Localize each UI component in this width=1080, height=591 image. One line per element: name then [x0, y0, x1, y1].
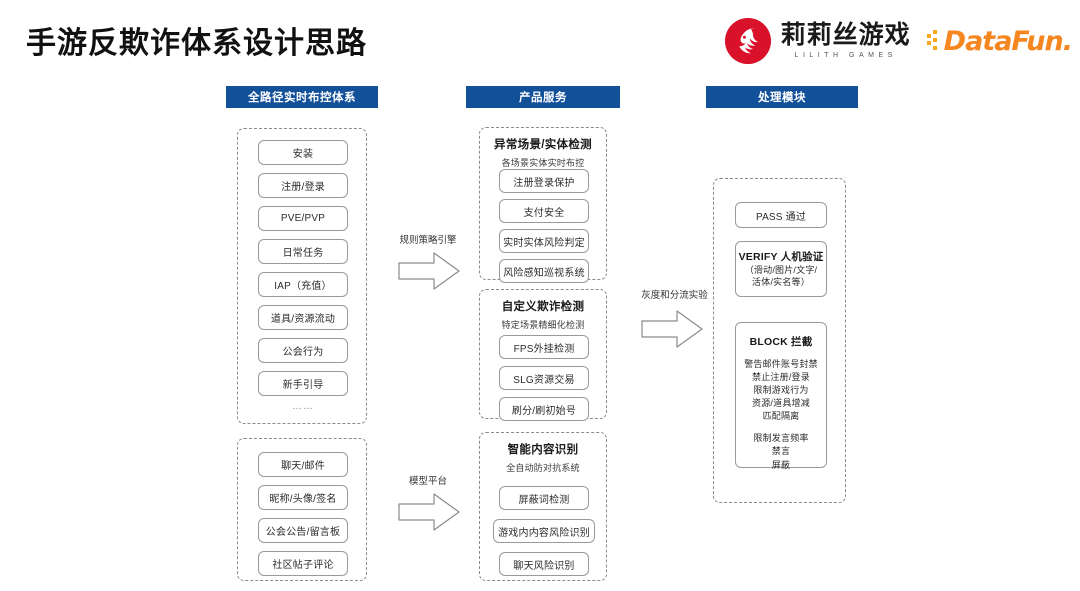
block-spacer [744, 423, 818, 432]
card-iap[interactable]: IAP（充值） [258, 272, 348, 297]
card-blocked-word-detection[interactable]: 屏蔽词检测 [499, 486, 589, 510]
lilith-wordmark: 莉莉丝游戏 LILITH GAMES [780, 21, 911, 60]
card-verify-title: VERIFY 人机验证 [738, 250, 824, 263]
arrow-model-platform-icon [398, 493, 460, 531]
card-block-actions: 警告邮件账号封禁 禁止注册/登录 限制游戏行为 资源/道具增减 匹配隔离 限制发… [744, 358, 818, 471]
group-title-smart-content: 智能内容识别 [507, 444, 579, 456]
card-fps-cheat-detection[interactable]: FPS外挂检测 [499, 335, 589, 359]
lilith-name-cn: 莉莉丝游戏 [780, 21, 911, 49]
card-ingame-content-risk[interactable]: 游戏内内容风险识别 [493, 519, 595, 543]
lilith-logo-icon [724, 18, 771, 64]
block-action-7: 禁言 [771, 446, 791, 457]
card-daily-task[interactable]: 日常任务 [258, 239, 348, 264]
card-chat-mail[interactable]: 聊天/邮件 [258, 452, 348, 477]
page-title: 手游反欺诈体系设计思路 [26, 27, 367, 60]
arrow-rule-engine-icon [398, 252, 460, 290]
group-title-abnormal: 异常场景/实体检测 [494, 139, 592, 151]
group-title-custom-fraud: 自定义欺诈检测 [501, 301, 585, 313]
card-register-login[interactable]: 注册/登录 [258, 173, 348, 198]
ellipsis-more: …… [292, 401, 314, 412]
card-block[interactable]: BLOCK 拦截 警告邮件账号封禁 禁止注册/登录 限制游戏行为 资源/道具增减… [735, 322, 827, 471]
card-verify-line-2: 活体/实名等） [752, 277, 810, 288]
column-header-processing: 处理模块 [706, 86, 858, 108]
card-item-resource-flow[interactable]: 道具/资源流动 [258, 305, 348, 330]
brand-logos: 莉莉丝游戏 LILITH GAMES DataFun. [724, 18, 1073, 64]
group-processing-actions: PASS 通过 VERIFY 人机验证 （滑动/图片/文字/ 活体/实名等） B… [713, 178, 846, 503]
card-newbie-guide[interactable]: 新手引导 [258, 371, 348, 396]
card-verify-line-1: （滑动/图片/文字/ [744, 264, 818, 275]
card-score-farming[interactable]: 刷分/刷初始号 [499, 397, 589, 421]
block-action-8: 屏蔽 [771, 459, 791, 470]
column-header-products: 产品服务 [466, 86, 620, 108]
card-community-post-comment[interactable]: 社区帖子评论 [258, 551, 348, 576]
datafun-dots-icon [926, 30, 941, 52]
arrow-gray-release-icon [641, 310, 703, 348]
arrow-label-rule-engine: 规则策略引擎 [399, 235, 457, 246]
card-slg-resource-trade[interactable]: SLG资源交易 [499, 366, 589, 390]
datafun-logo: DataFun. [926, 25, 1073, 57]
column-header-path: 全路径实时布控体系 [226, 86, 378, 108]
group-custom-fraud-detection: 自定义欺诈检测 特定场景精细化检测 FPS外挂检测 SLG资源交易 刷分/刷初始… [479, 289, 607, 421]
card-risk-patrol-system[interactable]: 风险感知巡视系统 [499, 259, 589, 283]
card-verify[interactable]: VERIFY 人机验证 （滑动/图片/文字/ 活体/实名等） [735, 241, 827, 297]
card-realtime-entity-risk[interactable]: 实时实体风险判定 [499, 229, 589, 253]
card-register-login-protection[interactable]: 注册登录保护 [499, 169, 589, 193]
group-content-path: 聊天/邮件 昵称/头像/签名 公会公告/留言板 社区帖子评论 [237, 438, 367, 581]
card-pass[interactable]: PASS 通过 [735, 202, 827, 228]
card-block-title: BLOCK 拦截 [749, 336, 813, 348]
card-pve-pvp[interactable]: PVE/PVP [258, 206, 348, 231]
arrow-label-model-platform: 模型平台 [408, 476, 447, 487]
card-install[interactable]: 安装 [258, 140, 348, 165]
block-action-3: 限制游戏行为 [753, 385, 809, 396]
card-chat-risk-recognition[interactable]: 聊天风险识别 [499, 552, 589, 576]
block-action-5: 匹配隔离 [762, 411, 800, 422]
group-behavior-path: 安装 注册/登录 PVE/PVP 日常任务 IAP（充值） 道具/资源流动 公会… [237, 128, 367, 424]
group-smart-content-recognition: 智能内容识别 全自动防对抗系统 屏蔽词检测 游戏内内容风险识别 聊天风险识别 [479, 432, 607, 581]
card-guild-behavior[interactable]: 公会行为 [258, 338, 348, 363]
block-action-2: 禁止注册/登录 [752, 372, 810, 383]
block-action-1: 警告邮件账号封禁 [744, 359, 818, 370]
card-payment-security[interactable]: 支付安全 [499, 199, 589, 223]
arrow-label-gray-release: 灰度和分流实验 [641, 290, 708, 301]
group-subtitle-smart-content: 全自动防对抗系统 [506, 463, 580, 473]
lilith-name-en: LILITH GAMES [794, 52, 897, 59]
card-guild-notice-board[interactable]: 公会公告/留言板 [258, 518, 348, 543]
block-action-6: 限制发言频率 [753, 433, 809, 444]
card-nickname-avatar-signature[interactable]: 昵称/头像/签名 [258, 485, 348, 510]
datafun-wordmark: DataFun. [943, 25, 1073, 57]
group-subtitle-custom-fraud: 特定场景精细化检测 [501, 320, 585, 330]
block-action-4: 资源/道具增减 [752, 398, 810, 409]
group-subtitle-abnormal: 各场景实体实时布控 [501, 158, 585, 168]
group-abnormal-scene-detection: 异常场景/实体检测 各场景实体实时布控 注册登录保护 支付安全 实时实体风险判定… [479, 127, 607, 283]
